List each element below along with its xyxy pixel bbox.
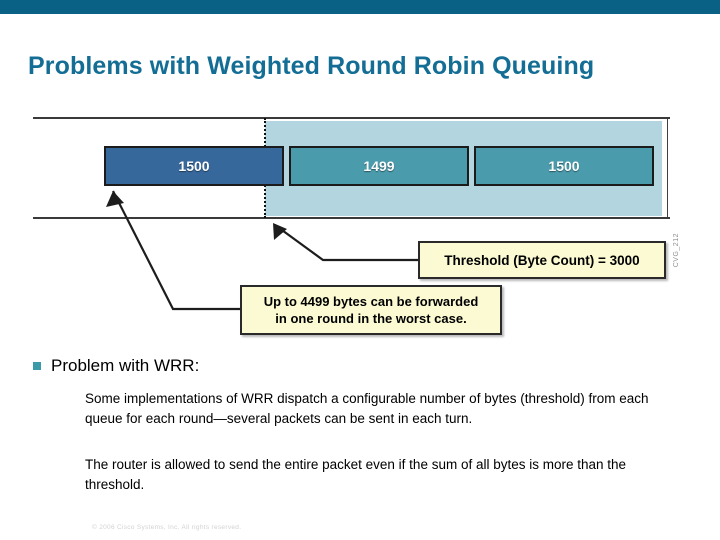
- leader-threshold: [273, 223, 418, 262]
- page-title: Problems with Weighted Round Robin Queui…: [28, 52, 595, 80]
- threshold-callout-text: Threshold (Byte Count) = 3000: [444, 252, 640, 268]
- packet-1500: 1500: [474, 146, 654, 186]
- worst-case-callout: Up to 4499 bytes can be forwarded in one…: [240, 285, 502, 335]
- wrr-queue-diagram: 1500 1499 1500 Threshold (Byte Count) = …: [33, 113, 688, 348]
- worst-case-callout-line-1: Up to 4499 bytes can be forwarded: [263, 294, 479, 309]
- copyright-footer: © 2006 Cisco Systems, Inc. All rights re…: [92, 524, 242, 531]
- slide-top-band-spacer: [0, 14, 720, 17]
- threshold-callout: Threshold (Byte Count) = 3000: [418, 241, 666, 279]
- packet-1499: 1499: [289, 146, 469, 186]
- body-paragraph-1: Some implementations of WRR dispatch a c…: [85, 391, 649, 426]
- worst-case-callout-line-2: in one round in the worst case.: [275, 311, 467, 326]
- square-bullet-icon: [33, 362, 41, 370]
- figure-id-label: CVG_212: [673, 233, 680, 268]
- bullet-problem-with-wrr-label: Problem with WRR:: [51, 356, 200, 375]
- slide-top-band: [0, 0, 720, 14]
- body-paragraph-2: The router is allowed to send the entire…: [85, 457, 627, 492]
- packet-sent-previous-round: 1500: [104, 146, 284, 186]
- diagram-top-rule: [33, 117, 670, 119]
- diagram-bottom-rule: [33, 217, 670, 219]
- bullet-problem-with-wrr: Problem with WRR:: [33, 355, 693, 377]
